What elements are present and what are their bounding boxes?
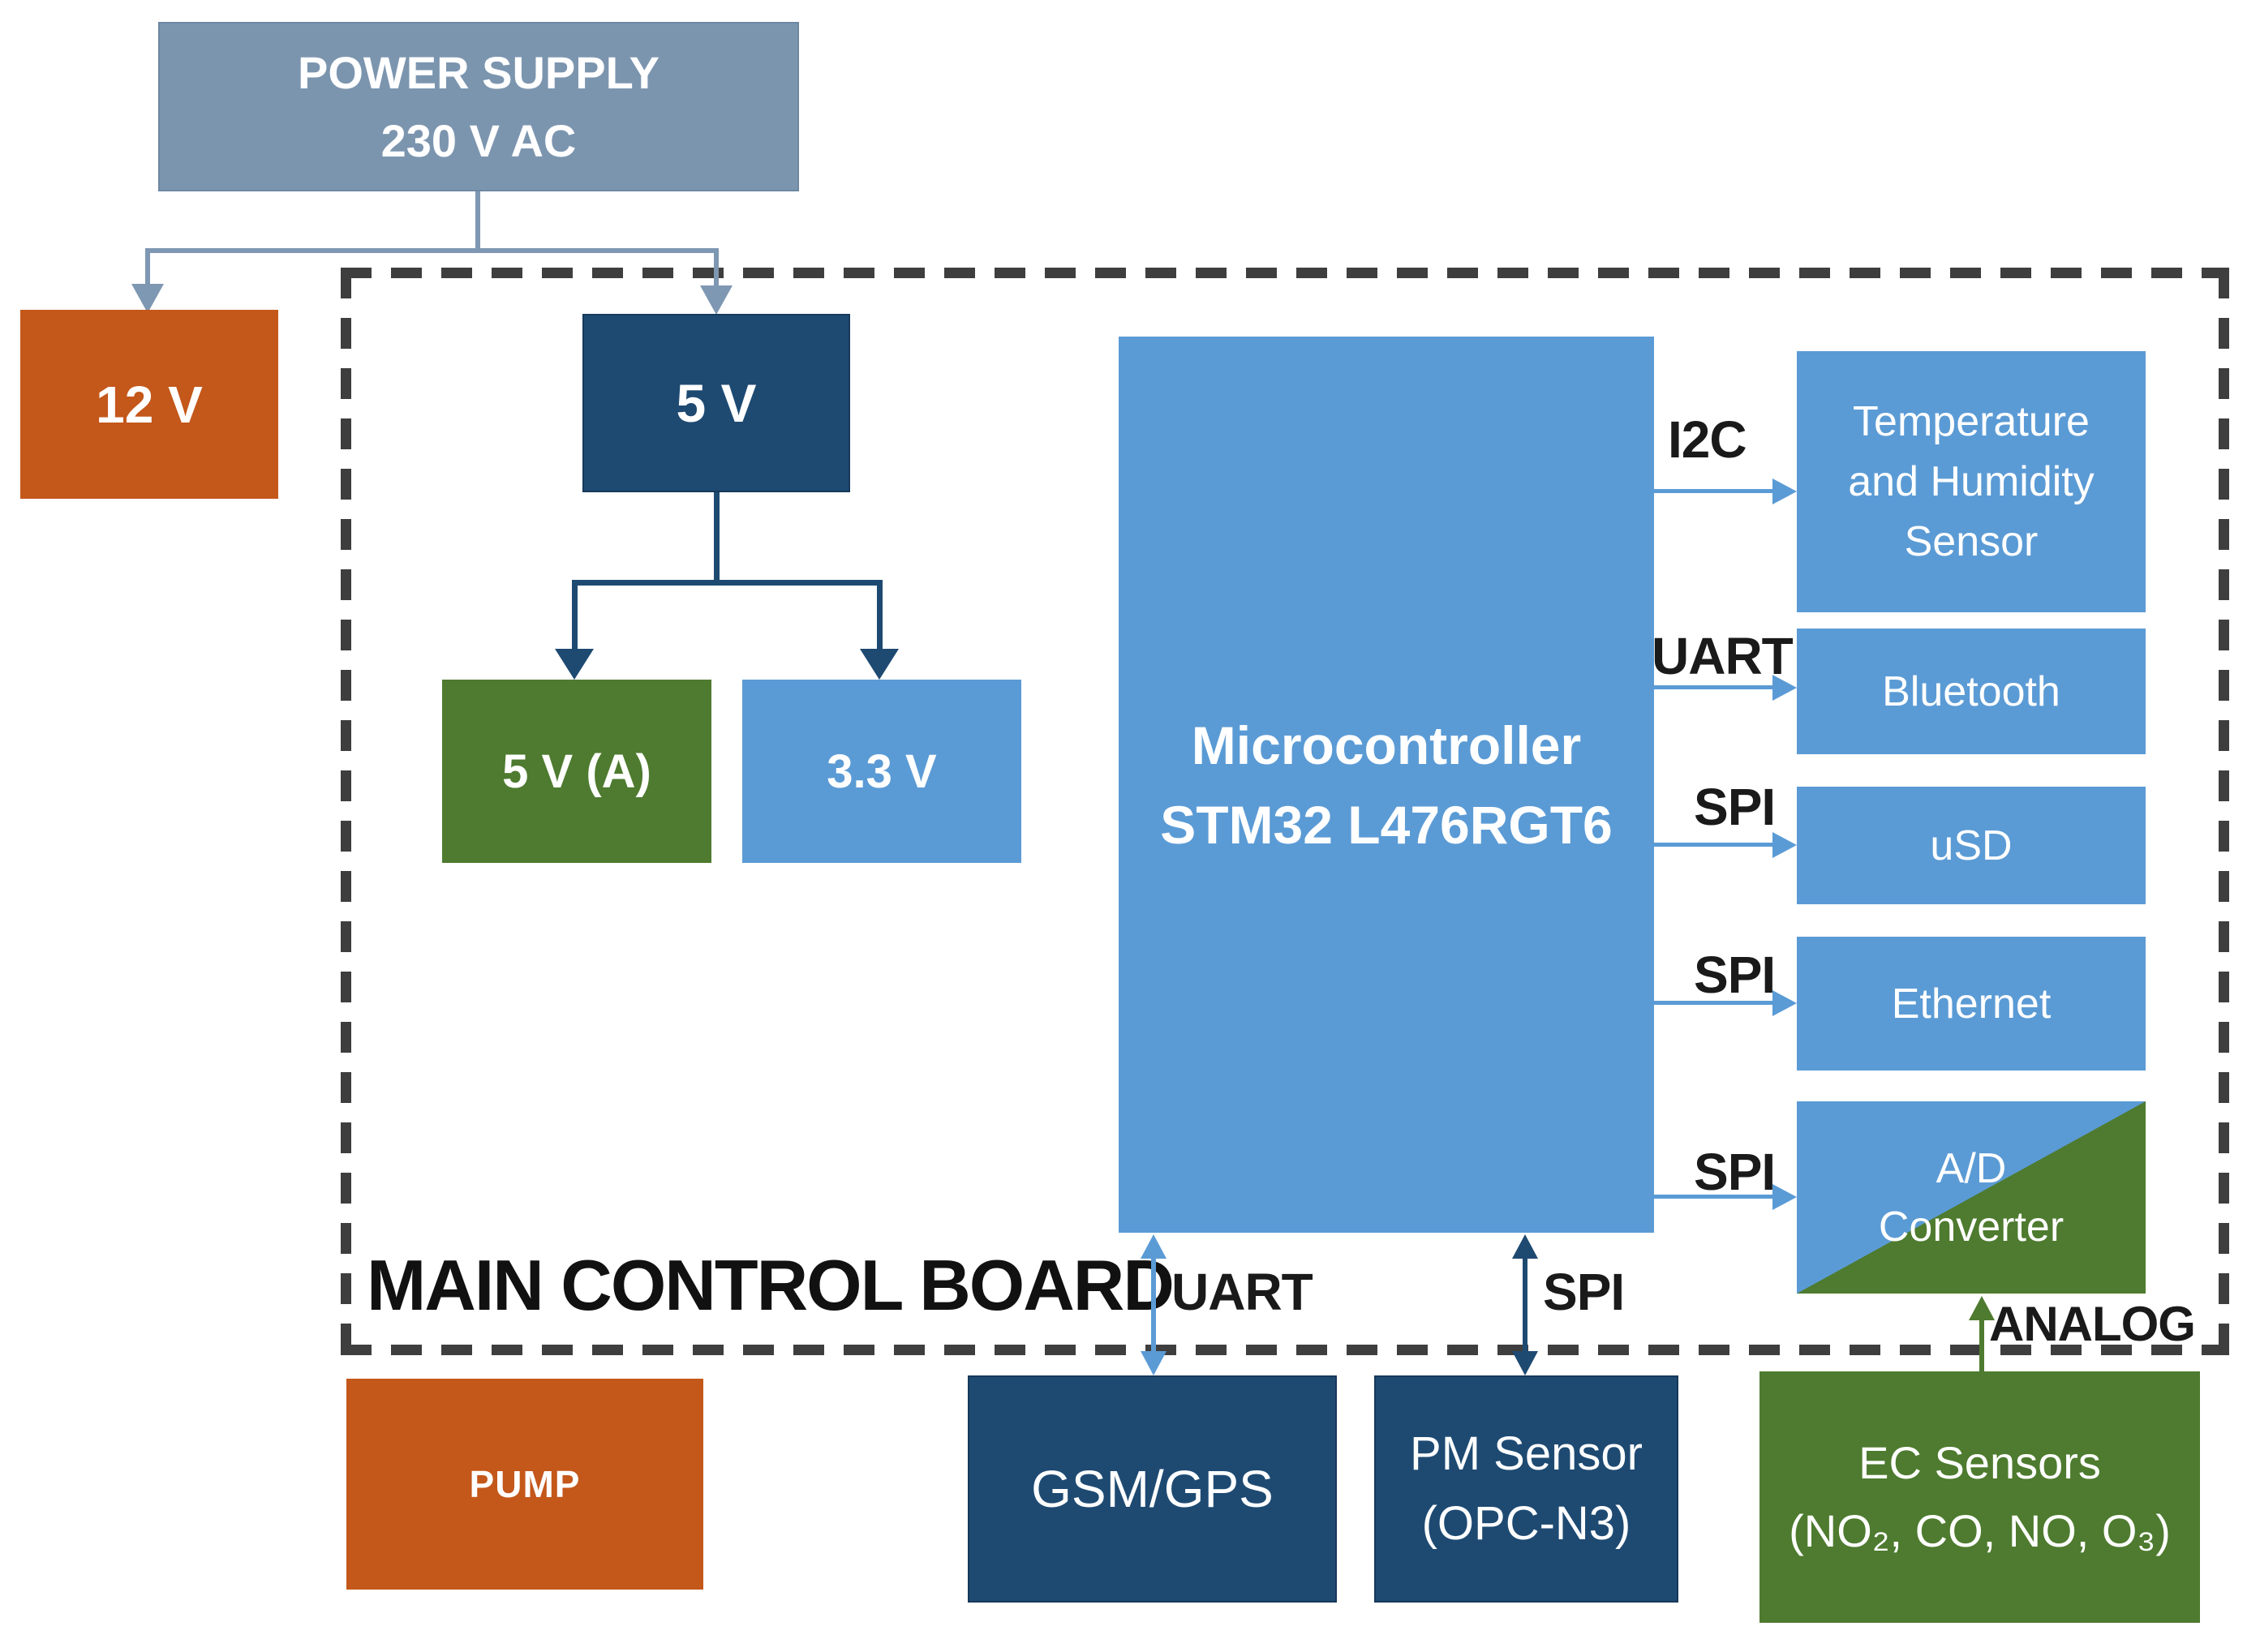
usd-label: uSD: [1930, 822, 2013, 869]
arrowhead-spi-usd: [1772, 832, 1797, 858]
arrowhead-spi-up: [1512, 1234, 1538, 1259]
main-control-board-title: MAIN CONTROL BOARD: [367, 1245, 1175, 1325]
power-supply-label-line1: POWER SUPPLY: [297, 46, 660, 98]
rail-12v-label: 12 V: [96, 375, 203, 434]
usd-box: uSD: [1797, 787, 2146, 904]
arrow-line-i2c: [1654, 489, 1772, 493]
ec-sensors-label-line1: EC Sensors: [1858, 1437, 2101, 1488]
connector-supply-bus: [145, 248, 719, 253]
rail-5v-label: 5 V: [676, 373, 757, 433]
temp-humidity-sensor-label: Temperature and Humidity Sensor: [1848, 398, 2095, 565]
rail-5va-label: 5 V (A): [502, 744, 651, 798]
bus-label-spi-adc: SPI: [1694, 1143, 1776, 1201]
bus-label-spi-ethernet: SPI: [1694, 946, 1776, 1004]
arrowhead-uart-down: [1141, 1351, 1167, 1375]
ad-converter-box: A/D Converter: [1797, 1101, 2146, 1294]
arrow-line-uart-bottom: [1151, 1257, 1156, 1353]
rail-5va-box: 5 V (A): [442, 680, 711, 863]
board-outline-top: [341, 268, 2229, 278]
bus-label-i2c: I2C: [1668, 410, 1747, 469]
bus-label-spi-usd: SPI: [1694, 778, 1776, 836]
ethernet-label: Ethernet: [1891, 980, 2052, 1028]
bluetooth-box: Bluetooth: [1797, 629, 2146, 754]
rail-3v3-box: 3.3 V: [742, 680, 1021, 863]
connector-12v-branch: [145, 248, 150, 285]
connector-5va-branch: [572, 580, 578, 650]
bluetooth-label: Bluetooth: [1882, 667, 2060, 715]
board-outline-right: [2219, 268, 2229, 1355]
connector-supply-down: [475, 191, 480, 251]
arrow-line-spi-adc: [1654, 1195, 1772, 1199]
connector-5v-split: [572, 580, 883, 586]
arrowhead-spi-down: [1512, 1351, 1538, 1375]
power-supply-box: POWER SUPPLY 230 V AC: [158, 22, 799, 191]
arrowhead-5v: [700, 285, 733, 315]
arrowhead-uart-right: [1772, 675, 1797, 701]
mcu-label-line2: STM32 L476RGT6: [1160, 794, 1613, 855]
arrowhead-spi-ethernet: [1772, 990, 1797, 1016]
rail-5v-box: 5 V: [582, 314, 850, 492]
power-supply-label-line2: 230 V AC: [380, 114, 577, 166]
pump-box: PUMP: [346, 1379, 703, 1590]
ad-converter-label-line2: Converter: [1878, 1203, 2065, 1251]
arrow-line-uart-right: [1654, 685, 1772, 689]
ec-sensors-box: EC Sensors (NO₂, CO, NO, O₃): [1759, 1371, 2200, 1623]
ethernet-box: Ethernet: [1797, 937, 2146, 1071]
bus-label-uart-bottom: UART: [1171, 1263, 1313, 1321]
rail-12v-box: 12 V: [20, 310, 278, 499]
rail-3v3-label: 3.3 V: [827, 744, 937, 798]
pm-sensor-label-line2: (OPC-N3): [1421, 1497, 1631, 1550]
gsm-gps-label: GSM/GPS: [1031, 1460, 1274, 1518]
bus-label-spi-bottom: SPI: [1543, 1263, 1625, 1321]
arrowhead-i2c: [1772, 478, 1797, 504]
arrowhead-uart-up: [1141, 1234, 1167, 1259]
connector-3v3-branch: [877, 580, 883, 650]
gsm-gps-box: GSM/GPS: [968, 1375, 1337, 1603]
connector-5v-down: [714, 491, 720, 582]
board-outline-left: [341, 268, 351, 1355]
arrow-line-spi-bottom: [1523, 1257, 1527, 1353]
temp-humidity-sensor-box: Temperature and Humidity Sensor: [1797, 351, 2146, 612]
pm-sensor-box: PM Sensor (OPC-N3): [1374, 1375, 1678, 1603]
bus-label-analog: ANALOG: [1989, 1297, 2196, 1351]
arrow-line-spi-usd: [1654, 843, 1772, 847]
arrowhead-5va: [555, 649, 594, 680]
pump-label: PUMP: [469, 1463, 581, 1505]
mcu-label-line1: Microcontroller: [1191, 714, 1582, 775]
mcu-box: Microcontroller STM32 L476RGT6: [1119, 337, 1654, 1233]
pm-sensor-label-line1: PM Sensor: [1410, 1427, 1643, 1480]
connector-5v-branch: [714, 248, 719, 287]
ad-converter-label-line1: A/D: [1936, 1144, 2007, 1192]
arrow-line-analog: [1979, 1319, 1984, 1372]
ec-sensors-label-line2: (NO₂, CO, NO, O₃): [1789, 1505, 2171, 1556]
arrowhead-spi-adc: [1772, 1184, 1797, 1210]
arrowhead-3v3: [860, 649, 899, 680]
arrow-line-spi-ethernet: [1654, 1001, 1772, 1005]
arrowhead-12v: [131, 284, 164, 313]
arrowhead-analog-up: [1969, 1296, 1995, 1320]
board-outline-bottom: [341, 1345, 2229, 1355]
bus-label-uart-right: UART: [1652, 627, 1794, 685]
